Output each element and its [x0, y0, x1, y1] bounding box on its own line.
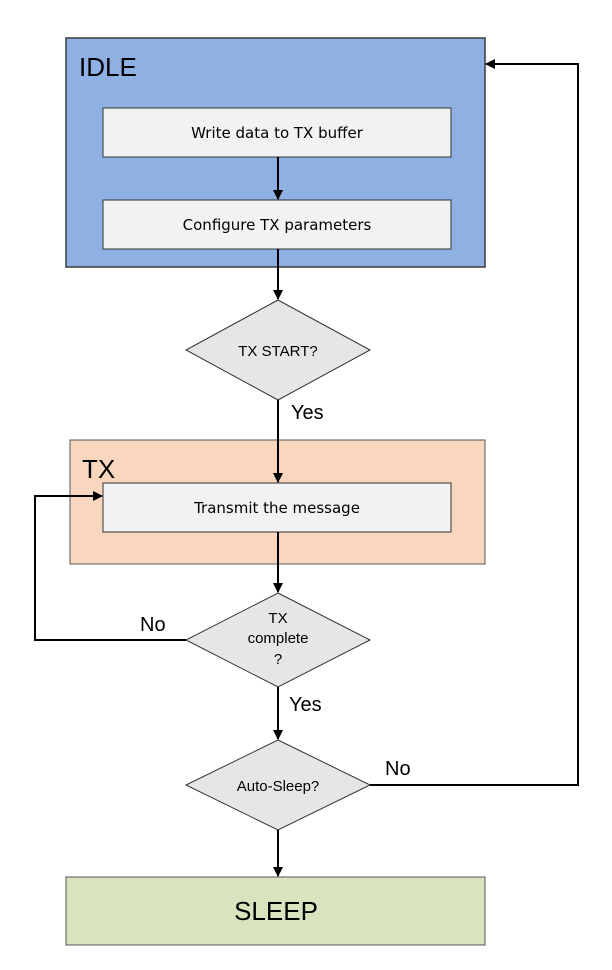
write-data-step: Write data to TX buffer: [102, 107, 452, 158]
arrow-auto-sleep-no-to-idle: [370, 59, 579, 786]
tx-complete-label-line1: TX: [268, 610, 287, 627]
write-data-label: Write data to TX buffer: [191, 124, 364, 142]
arrow-complete-no-loop: [34, 491, 186, 641]
auto-sleep-label: Auto-Sleep?: [237, 778, 320, 795]
edge-label-sleep-no: No: [385, 758, 411, 780]
auto-sleep-decision: Auto-Sleep?: [184, 739, 372, 831]
transmit-step: Transmit the message: [102, 482, 452, 533]
tx-state-title: TX: [82, 454, 115, 484]
sleep-state-box: [65, 876, 486, 946]
edge-label-complete-yes: Yes: [289, 694, 322, 716]
tx-complete-label-line3: ?: [274, 651, 282, 668]
edge-label-complete-no: No: [140, 614, 166, 636]
configure-label: Configure TX parameters: [183, 216, 372, 234]
configure-step: Configure TX parameters: [102, 199, 452, 250]
tx-start-decision: TX START?: [184, 299, 372, 401]
idle-state-title: IDLE: [79, 52, 137, 82]
configure-box: [102, 199, 452, 250]
write-data-box: [102, 107, 452, 158]
tx-start-label: TX START?: [238, 343, 317, 360]
tx-complete-decision: TX complete ?: [184, 592, 372, 688]
tx-complete-label-line2: complete: [248, 630, 309, 647]
sleep-state-title: SLEEP: [234, 896, 318, 926]
transmit-label: Transmit the message: [193, 499, 360, 517]
edge-label-start-yes: Yes: [291, 402, 324, 424]
sleep-state: SLEEP: [65, 876, 486, 946]
